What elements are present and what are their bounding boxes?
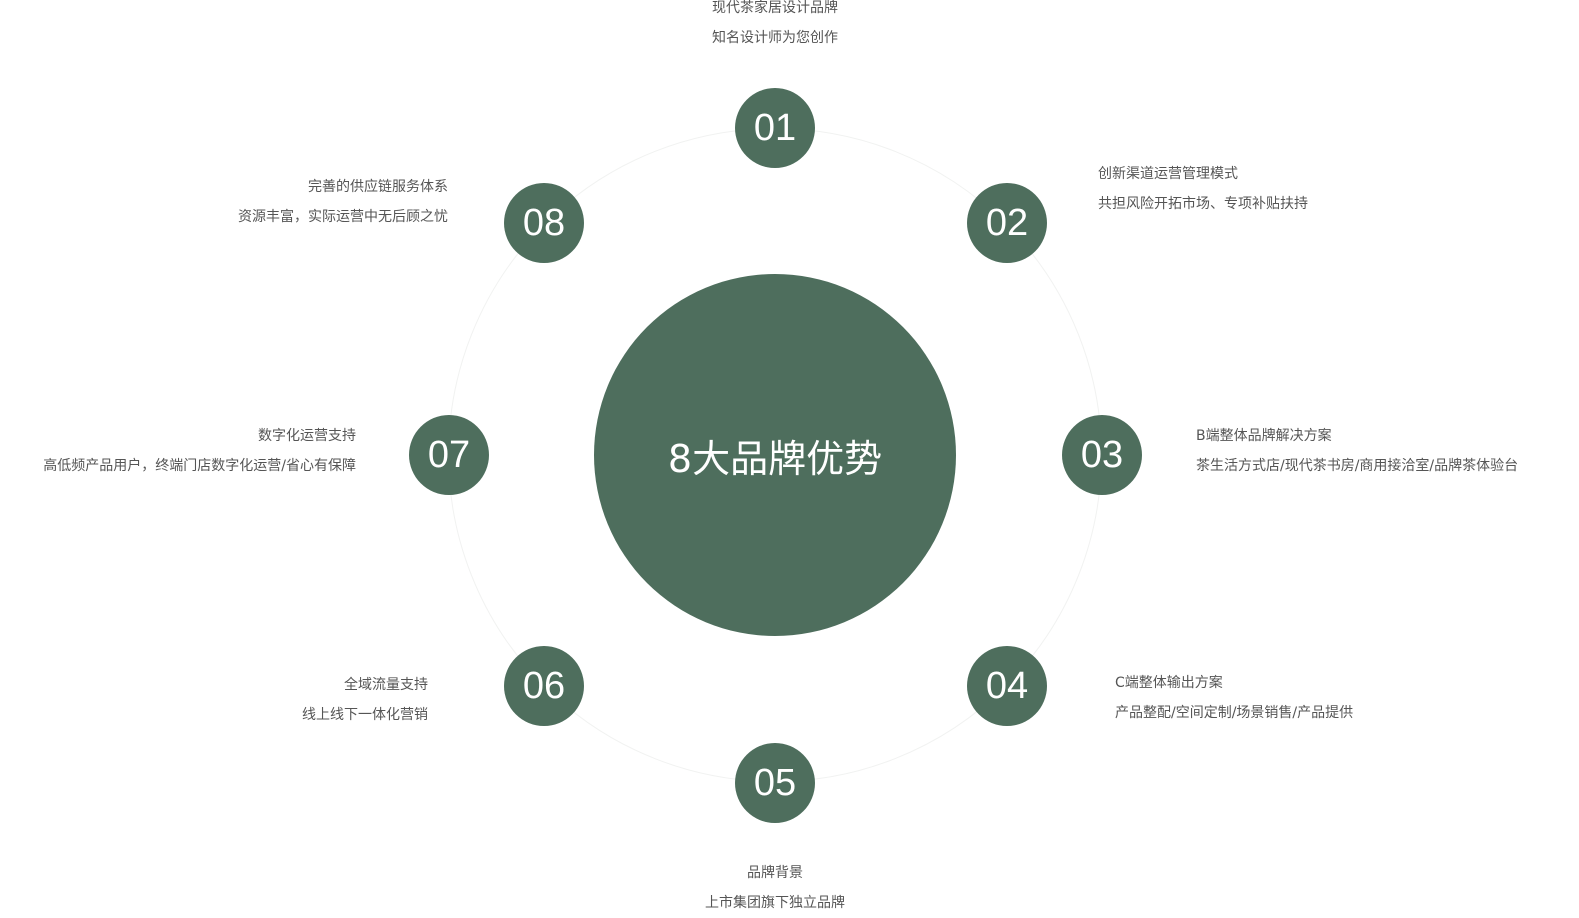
item-title: 现代茶家居设计品牌 (712, 0, 838, 16)
item-desc: 资源丰富，实际运营中无后顾之忧 (238, 209, 448, 225)
node-07: 07 (409, 415, 489, 495)
center-title: 8大品牌优势 (594, 274, 956, 636)
text-06: 全域流量支持线上线下一体化营销 (302, 670, 428, 730)
node-02: 02 (967, 183, 1047, 263)
text-07: 数字化运营支持高低频产品用户，终端门店数字化运营/省心有保障 (43, 421, 356, 481)
item-desc: 线上线下一体化营销 (302, 707, 428, 723)
item-desc: 知名设计师为您创作 (712, 30, 838, 46)
item-desc: 茶生活方式店/现代茶书房/商用接洽室/品牌茶体验台 (1196, 458, 1519, 474)
item-title: 品牌背景 (747, 865, 803, 881)
node-03: 03 (1062, 415, 1142, 495)
item-title: 完善的供应链服务体系 (308, 179, 448, 195)
item-desc: 高低频产品用户，终端门店数字化运营/省心有保障 (43, 458, 356, 474)
item-title: C端整体输出方案 (1115, 675, 1223, 691)
text-03: B端整体品牌解决方案茶生活方式店/现代茶书房/商用接洽室/品牌茶体验台 (1196, 421, 1518, 481)
item-desc: 共担风险开拓市场、专项补贴扶持 (1098, 196, 1308, 212)
text-08: 完善的供应链服务体系资源丰富，实际运营中无后顾之忧 (238, 172, 448, 232)
node-04: 04 (967, 646, 1047, 726)
node-06: 06 (504, 646, 584, 726)
node-08: 08 (504, 183, 584, 263)
item-desc: 产品整配/空间定制/场景销售/产品提供 (1115, 705, 1354, 721)
item-desc: 上市集团旗下独立品牌 (705, 895, 845, 911)
item-title: 数字化运营支持 (258, 428, 356, 444)
text-05: 品牌背景上市集团旗下独立品牌 (705, 858, 845, 918)
node-05: 05 (735, 743, 815, 823)
text-02: 创新渠道运营管理模式共担风险开拓市场、专项补贴扶持 (1098, 159, 1308, 219)
item-title: 全域流量支持 (344, 677, 428, 693)
text-04: C端整体输出方案产品整配/空间定制/场景销售/产品提供 (1115, 668, 1353, 728)
item-title: B端整体品牌解决方案 (1196, 428, 1332, 444)
item-title: 创新渠道运营管理模式 (1098, 166, 1238, 182)
text-01: 现代茶家居设计品牌知名设计师为您创作 (712, 0, 838, 53)
node-01: 01 (735, 88, 815, 168)
